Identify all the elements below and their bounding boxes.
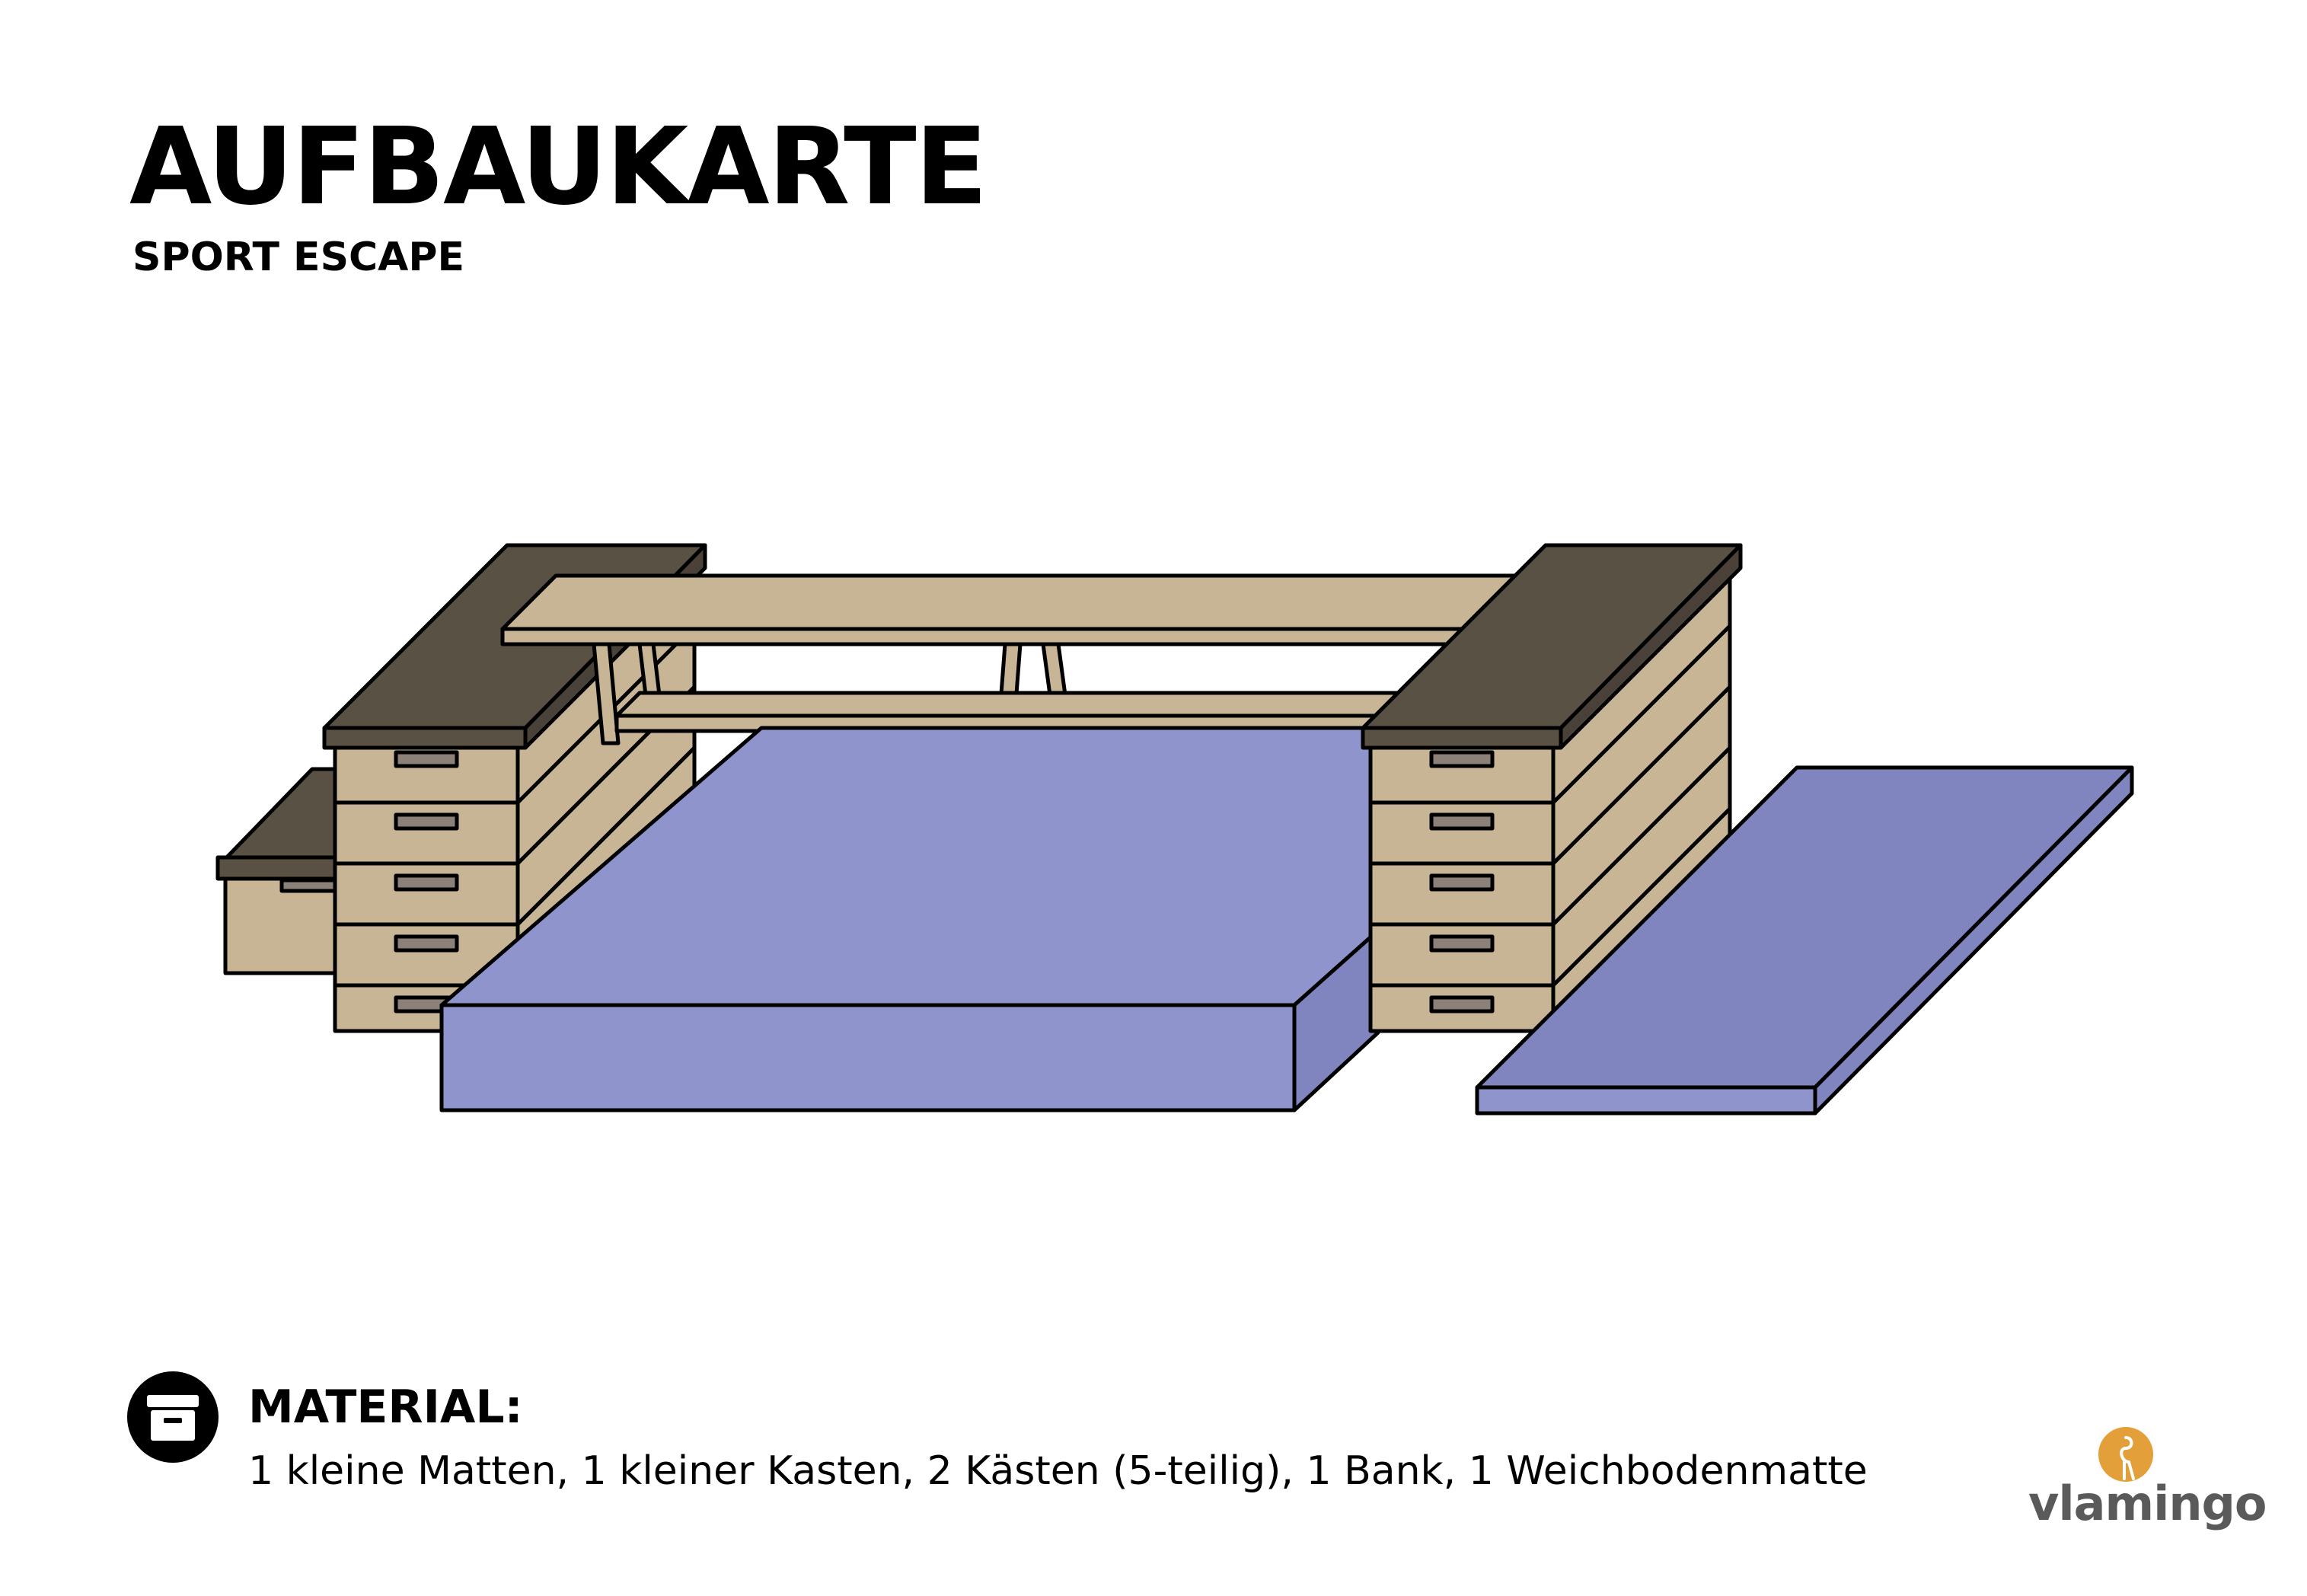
right-vaulting-box xyxy=(1361,543,1743,1033)
thin-mat xyxy=(1475,765,2134,1116)
small-box xyxy=(215,767,337,975)
brand-name: vlamingo xyxy=(2028,1476,2267,1531)
material-list: 1 kleine Matten, 1 kleiner Kasten, 2 Käs… xyxy=(248,1448,1868,1494)
page-subtitle: SPORT ESCAPE xyxy=(132,235,465,280)
bench xyxy=(500,573,1586,745)
material-heading: MATERIAL: xyxy=(248,1381,523,1434)
flamingo-logo-icon xyxy=(2098,1427,2153,1482)
archive-box-icon xyxy=(127,1371,219,1463)
page-title: AUFBAUKARTE xyxy=(129,105,988,229)
